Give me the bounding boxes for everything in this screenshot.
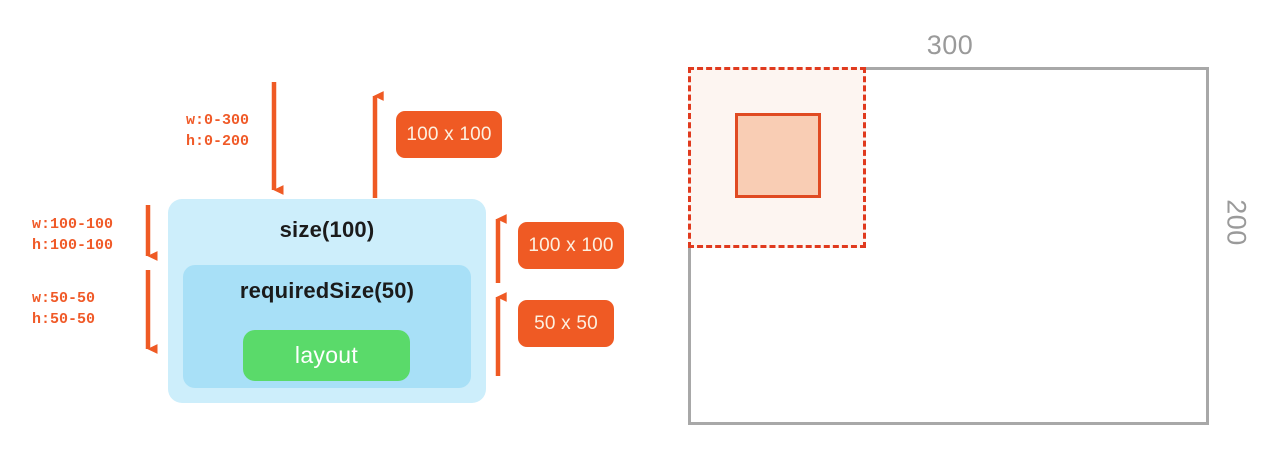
required-size-result-badge: 50 x 50 [518,300,614,347]
incoming-constraint-height-label: h:0-200 [186,133,250,150]
layout-node[interactable]: layout [243,330,410,381]
height-dimension-label: 200 [1221,199,1252,246]
size-constraint-height-label: h:100-100 [32,237,114,254]
required-size-region-rect [735,113,821,198]
size-constraint-width-label: w:100-100 [32,216,114,233]
size-box-label: size(100) [279,217,375,242]
required-size-box-label: requiredSize(50) [239,278,415,303]
required-size-constraint-height-label: h:50-50 [32,311,96,328]
incoming-constraint-width-label: w:0-300 [186,112,250,129]
size-result-badge: 100 x 100 [518,222,624,269]
width-dimension-label: 300 [926,30,974,60]
required-size-constraint-width-label: w:50-50 [32,290,96,307]
reported-size-badge: 100 x 100 [396,111,502,158]
